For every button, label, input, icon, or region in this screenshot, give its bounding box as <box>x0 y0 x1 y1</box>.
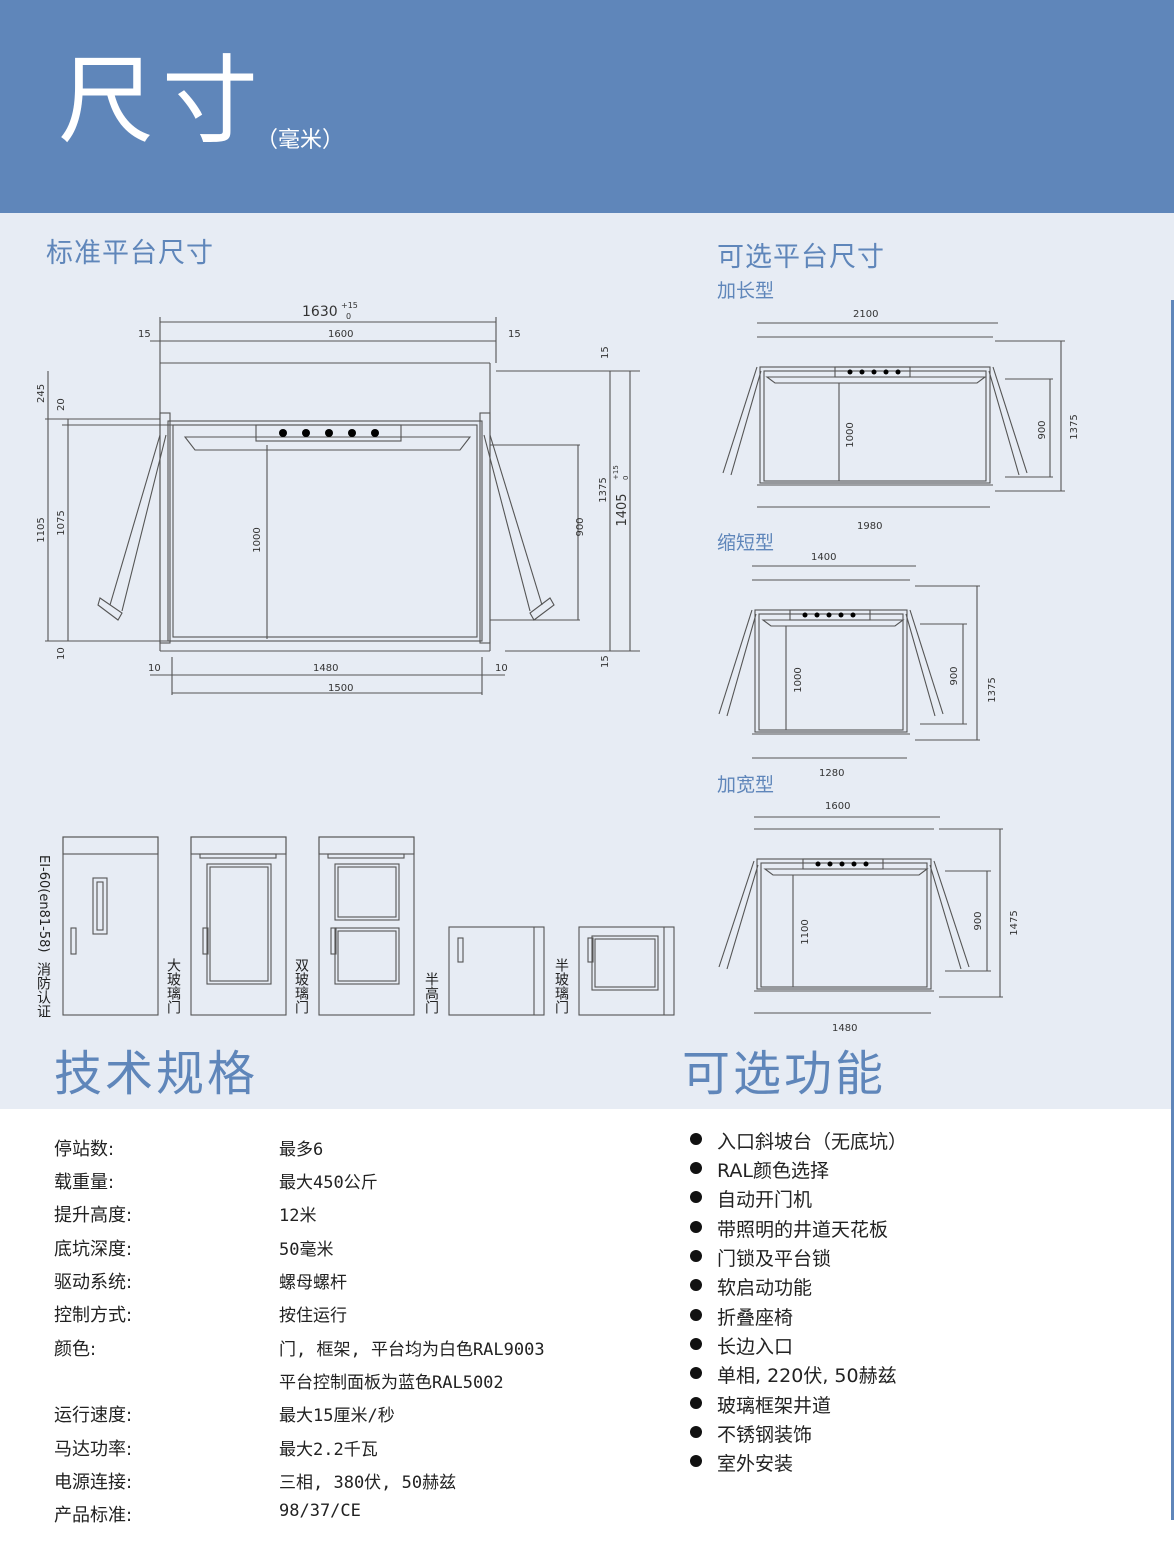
door-label-double-glass: 双玻璃门 <box>293 958 309 1014</box>
bullet-icon <box>690 1397 702 1409</box>
dim-1630: 1630 <box>302 304 338 320</box>
standard-title: 标准平台尺寸 <box>46 238 214 269</box>
wide-dim-car: 1100 <box>800 919 811 944</box>
bullet-icon <box>690 1309 702 1321</box>
bullet-icon <box>690 1162 702 1174</box>
bullet-icon <box>690 1426 702 1438</box>
bullet-icon <box>690 1250 702 1262</box>
dim-15-left: 15 <box>138 329 151 340</box>
dim-1405-tol-bot: 0 <box>622 476 630 480</box>
short-platform-drawing: 1000 1400 1280 900 1375 <box>718 552 998 779</box>
door-label-half-high: 半高门 <box>423 972 439 1014</box>
wide-dim-overall: 1475 <box>1009 910 1020 935</box>
dim-10-a: 10 <box>148 663 161 674</box>
dim-10-left: 10 <box>56 647 67 660</box>
dim-1600: 1600 <box>328 329 353 340</box>
dim-1105: 1105 <box>36 517 47 542</box>
dim-900: 900 <box>575 517 586 536</box>
short-type-label: 缩短型 <box>717 532 775 554</box>
edge-strip <box>1171 300 1174 1520</box>
standard-platform-drawing: 1000 1630 +15 0 1600 15 15 900 1375 1405… <box>36 301 640 695</box>
door-cert-label: EI-60(en81-58) <box>36 855 51 953</box>
door-label-half-glass: 半玻璃门 <box>553 958 569 1014</box>
dim-1075: 1075 <box>56 510 67 535</box>
page-title: 尺寸 <box>58 45 266 157</box>
long-type-label: 加长型 <box>717 280 775 302</box>
bullet-icon <box>690 1221 702 1233</box>
short-dim-top: 1400 <box>811 552 836 563</box>
long-dim-car: 1000 <box>845 422 856 447</box>
door-double-glass <box>318 836 415 1016</box>
dim-15-top: 15 <box>600 346 611 359</box>
bullet-icon <box>690 1279 702 1291</box>
dim-1630-tol-top: +15 <box>341 301 358 310</box>
dim-1000: 1000 <box>252 527 263 552</box>
long-platform-drawing: 1000 2100 1980 900 1375 <box>722 309 1080 532</box>
dim-15-right: 15 <box>508 329 521 340</box>
header-banner: 尺寸 （毫米） <box>0 0 1174 213</box>
dim-10-b: 10 <box>495 663 508 674</box>
short-dim-bottom: 1280 <box>819 768 844 779</box>
wide-platform-drawing: 1100 1600 1480 900 1475 <box>718 801 1020 1034</box>
dim-1375: 1375 <box>598 477 609 502</box>
door-half-high <box>448 926 545 1016</box>
short-dim-overall: 1375 <box>987 677 998 702</box>
long-dim-top: 2100 <box>853 309 878 320</box>
dim-20: 20 <box>56 398 67 411</box>
bullet-icon <box>690 1455 702 1467</box>
door-big-glass <box>190 836 287 1016</box>
door-fire-rated <box>62 836 159 1016</box>
door-half-glass <box>578 926 675 1016</box>
short-dim-door: 900 <box>949 666 960 685</box>
dim-1405-tol-top: +15 <box>612 465 620 480</box>
bullet-icon <box>690 1191 702 1203</box>
door-cert-label2: 消防认证 <box>35 962 51 1018</box>
long-dim-door: 900 <box>1037 420 1048 439</box>
bullet-icon <box>690 1367 702 1379</box>
specs-title: 技术规格 <box>54 1046 259 1102</box>
dim-1480: 1480 <box>313 663 338 674</box>
wide-type-label: 加宽型 <box>717 774 775 796</box>
bullet-icon <box>690 1133 702 1145</box>
wide-dim-door: 900 <box>973 911 984 930</box>
dim-15-bottom: 15 <box>600 655 611 668</box>
optional-title: 可选平台尺寸 <box>717 242 885 273</box>
wide-dim-top: 1600 <box>825 801 850 812</box>
wide-dim-bottom: 1480 <box>832 1023 857 1034</box>
door-label-big-glass: 大玻璃门 <box>165 958 181 1014</box>
bullet-icon <box>690 1338 702 1350</box>
long-dim-bottom: 1980 <box>857 521 882 532</box>
options-title: 可选功能 <box>682 1046 887 1102</box>
page-unit: （毫米） <box>256 128 345 153</box>
dim-1500: 1500 <box>328 683 353 694</box>
dim-245: 245 <box>36 384 47 403</box>
dim-1405: 1405 <box>615 493 630 526</box>
dim-1630-tol-bot: 0 <box>346 312 351 321</box>
drawings-area <box>0 213 1174 1109</box>
short-dim-car: 1000 <box>793 667 804 692</box>
long-dim-overall: 1375 <box>1069 414 1080 439</box>
